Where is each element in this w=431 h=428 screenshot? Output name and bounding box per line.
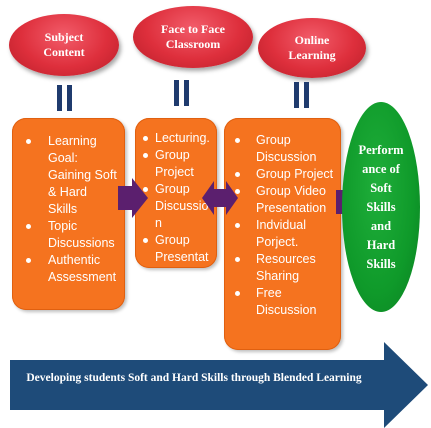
ellipse-label-line: Subject	[44, 30, 84, 44]
outcome-line: Skills	[366, 256, 396, 271]
list-item: Lecturing.	[143, 130, 213, 147]
ellipse-label-line: Face to Face	[161, 22, 225, 36]
list-item: Group Project	[235, 167, 334, 181]
list-item: Free Discussion	[235, 285, 335, 319]
outcome-line: Perform	[358, 142, 404, 157]
outcome-line: ance of	[362, 161, 400, 176]
ellipse-label-line: Content	[43, 45, 85, 59]
classroom-box: Lecturing. Group Project Group Discussio…	[135, 118, 217, 268]
list-item: Group Presentat	[143, 232, 213, 266]
equals-connector-3	[294, 82, 310, 108]
ellipse-label-line: Classroom	[165, 37, 221, 51]
outcome-line: Soft	[370, 180, 392, 195]
ellipse-label-line: Learning	[288, 48, 336, 62]
outcome-line: Skills	[366, 199, 396, 214]
list-item: Authentic Assessment	[26, 253, 117, 284]
online-learning-box: Group Discussion Group Project Group Vid…	[224, 118, 341, 350]
list-item: Topic Discussions	[26, 218, 117, 252]
list-item: Learning Goal: Gaining Soft & Hard Skill…	[26, 134, 117, 216]
equals-connector-2	[174, 80, 190, 106]
outcome-ellipse: Perform ance of Soft Skills and Hard Ski…	[342, 102, 420, 312]
banner-arrow	[10, 342, 428, 428]
list-item: Group Project	[143, 147, 213, 181]
ellipse-label-line: Online	[294, 33, 330, 47]
list-item: Resources Sharing	[235, 251, 335, 285]
list-item: Group Discussio n	[143, 181, 213, 232]
list-item: Group Discussion	[235, 132, 335, 166]
subject-content-box: Learning Goal: Gaining Soft & Hard Skill…	[12, 118, 125, 310]
banner-text: Developing students Soft and Hard Skills…	[26, 372, 362, 384]
list-item: Group Video Presentation	[235, 183, 335, 217]
outcome-line: and	[370, 218, 392, 233]
equals-connector-1	[57, 85, 73, 111]
outcome-line: Hard	[366, 237, 396, 252]
list-item: Indvidual Porject.	[235, 217, 335, 251]
